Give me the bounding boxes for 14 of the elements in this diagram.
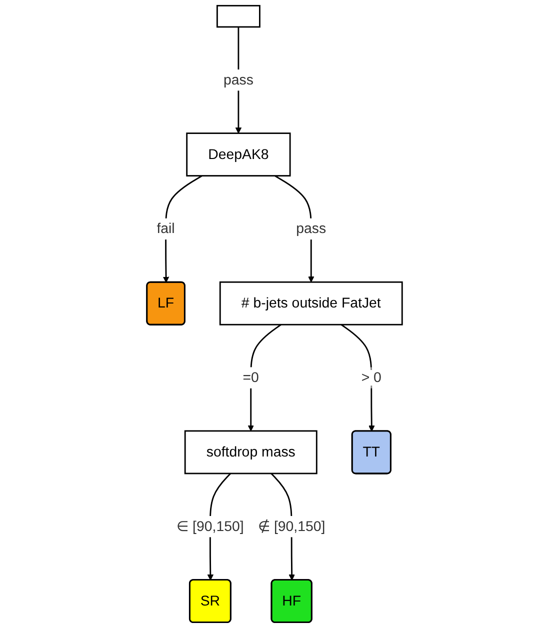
edge-label: fail [156, 221, 175, 237]
edge-label: pass [223, 72, 254, 88]
arrow [248, 324, 282, 432]
arrow [162, 175, 202, 283]
edge-label: pass [296, 221, 326, 237]
arrow [340, 324, 375, 432]
edge-label: > 0 [361, 370, 382, 386]
edge-label: =0 [242, 370, 259, 386]
node-box: softdrop mass [184, 430, 318, 474]
node-box: # b-jets outside FatJet [219, 281, 403, 326]
node-box: DeepAK8 [186, 132, 291, 176]
edge-label: ∉ [90,150] [258, 518, 326, 534]
node-box [216, 4, 260, 28]
edge-label: ∈ [90,150] [176, 518, 244, 534]
